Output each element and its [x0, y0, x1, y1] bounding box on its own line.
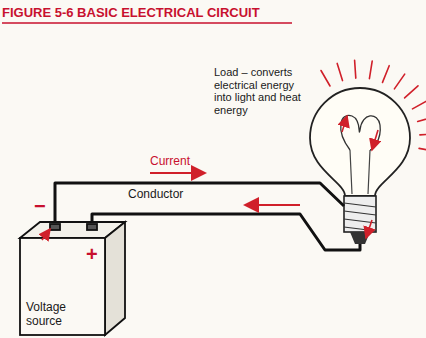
figure-title: FIGURE 5-6 BASIC ELECTRICAL CIRCUIT: [2, 6, 260, 21]
terminal-sign: −: [34, 195, 46, 218]
current-arrow: [150, 172, 205, 174]
light-ray: [420, 134, 426, 135]
battery-symbol: [20, 222, 125, 335]
light-ray: [337, 63, 342, 80]
current-arrow: [245, 204, 300, 206]
title-underline: [2, 22, 292, 24]
light-ray: [394, 74, 404, 89]
conductor-label: Conductor: [128, 188, 183, 202]
light-ray: [413, 100, 426, 109]
load-note: Load – converts electrical energy into l…: [214, 66, 308, 117]
light-ray: [369, 61, 372, 79]
light-bulb: [310, 88, 410, 244]
terminal-sign: +: [86, 243, 98, 266]
current-label: Current: [150, 155, 190, 169]
voltage-source-box: Voltage source: [20, 238, 105, 335]
source-label: Voltage source: [26, 301, 101, 329]
light-ray: [405, 86, 418, 98]
current-arrow: [42, 229, 50, 240]
light-ray: [419, 148, 426, 151]
light-ray: [355, 60, 356, 78]
light-ray: [383, 66, 390, 83]
light-ray: [321, 71, 330, 87]
light-ray: [418, 117, 426, 122]
